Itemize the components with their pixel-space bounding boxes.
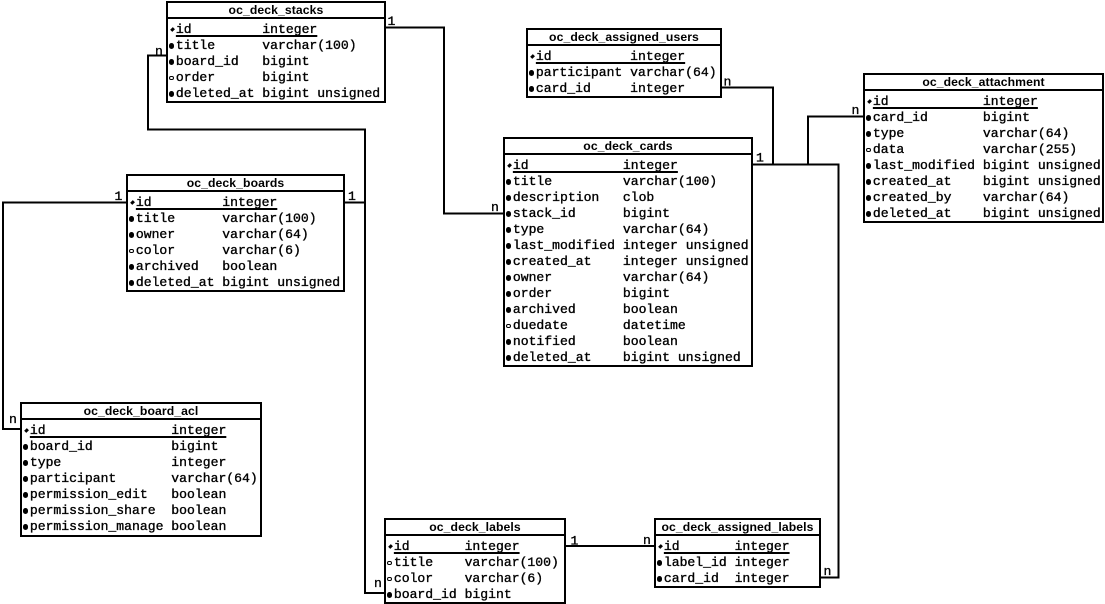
svg-text:n: n [491, 200, 499, 215]
svg-text:1: 1 [388, 14, 396, 29]
svg-text:1: 1 [571, 534, 579, 549]
svg-text:n: n [643, 533, 651, 548]
svg-text:n: n [9, 412, 17, 427]
svg-text:n: n [824, 564, 832, 579]
svg-text:1: 1 [115, 189, 123, 204]
svg-text:n: n [155, 44, 163, 59]
svg-text:n: n [374, 576, 382, 591]
svg-text:n: n [852, 103, 860, 118]
svg-text:n: n [724, 75, 732, 90]
svg-text:1: 1 [348, 189, 356, 204]
svg-text:1: 1 [756, 151, 764, 166]
